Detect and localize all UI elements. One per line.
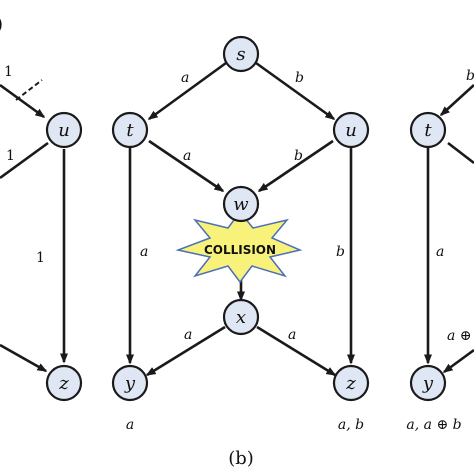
right-edge-in-y [442, 348, 474, 374]
node-s-label: s [236, 44, 245, 65]
edge-t-w [148, 139, 225, 193]
node-z: z [332, 364, 370, 402]
node-x: x [222, 298, 260, 336]
left-cut-mark [15, 79, 43, 101]
left-edge-label-cut: 1 [4, 64, 13, 80]
middle-panel: a b a b a b a a COLLISION s t u w [111, 35, 370, 433]
sink-label-z: a, b [338, 417, 364, 433]
left-node-u-label: u [58, 120, 70, 141]
edge-u-w [257, 139, 334, 193]
edge-x-y [145, 325, 226, 377]
right-edge-label-t-y: a [436, 244, 444, 260]
edge-label-s-t: a [181, 70, 189, 86]
left-panel-letter: ) [0, 14, 3, 35]
node-y-label: y [124, 373, 136, 394]
figure-caption: (b) [228, 448, 254, 469]
node-z-label: z [345, 373, 356, 394]
edge-label-t-w: a [183, 148, 191, 164]
left-edge-label-upper: 1 [6, 148, 15, 164]
edge-label-x-y: a [184, 327, 192, 343]
node-w-label: w [233, 194, 249, 215]
edge-s-u [255, 61, 336, 121]
edge-s-t [147, 61, 227, 121]
left-node-z: z [45, 364, 83, 402]
right-panel: b a a ⊕ t y a, a ⊕ b [406, 68, 474, 433]
left-panel: ) 1 1 1 u z [0, 14, 83, 402]
left-node-u: u [45, 111, 83, 149]
edge-label-t-y: a [140, 244, 148, 260]
right-node-t: t [409, 111, 447, 149]
node-s: s [222, 35, 260, 73]
right-edge-t-out [447, 141, 474, 165]
right-node-t-label: t [424, 120, 432, 141]
right-sink-label-y: a, a ⊕ b [406, 417, 461, 433]
right-node-y-label: y [422, 373, 434, 394]
right-edge-in-t [439, 84, 474, 117]
node-t: t [111, 111, 149, 149]
left-edge-in-u [0, 83, 46, 119]
node-u: u [332, 111, 370, 149]
right-edge-label-b: b [466, 68, 474, 84]
node-x-label: x [236, 307, 246, 328]
edge-label-s-u: b [295, 70, 304, 86]
edge-label-u-w: b [294, 148, 303, 164]
node-y: y [111, 364, 149, 402]
collision-burst: COLLISION [175, 210, 303, 284]
node-t-label: t [126, 120, 134, 141]
left-edge-label-vertical: 1 [36, 250, 45, 266]
node-w: w [222, 185, 260, 223]
collision-label: COLLISION [204, 243, 276, 257]
left-node-z-label: z [58, 373, 69, 394]
node-u-label: u [345, 120, 357, 141]
edge-label-x-z: a [288, 327, 296, 343]
collision-starburst-shape [175, 210, 303, 284]
sink-label-y: a [126, 417, 134, 433]
edge-x-z [256, 325, 337, 377]
left-edge-in-z [0, 343, 48, 373]
right-node-y: y [409, 364, 447, 402]
left-edge-u-out [0, 141, 49, 180]
right-edge-label-cut: a ⊕ [447, 328, 472, 344]
edge-label-u-z: b [336, 244, 345, 260]
